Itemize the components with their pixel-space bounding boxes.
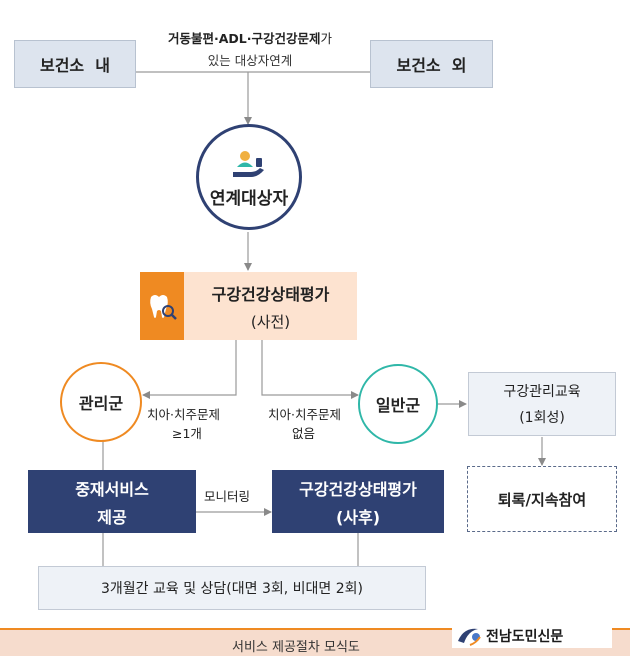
publisher-logo-icon xyxy=(458,628,481,646)
publisher-name: 전남도민신문 xyxy=(486,629,564,645)
linked-target-circle: 연계대상자 xyxy=(196,124,302,230)
intervention-line2: 제공 xyxy=(97,507,127,527)
tooth-magnifier-icon xyxy=(150,295,177,320)
education-line2: (1회성) xyxy=(519,410,565,426)
caption-text: 서비스 제공절차 모식도 xyxy=(232,640,360,655)
pre-assessment-title: 구강건강상태평가 xyxy=(211,284,330,304)
post-assessment-line2: (사후) xyxy=(335,507,381,527)
outside-health-center-label: 보건소 외 xyxy=(396,56,467,75)
education-line1: 구강관리교육 xyxy=(503,384,581,400)
person-hand-icon xyxy=(233,150,264,177)
counseling-label: 3개월간 교육 및 상담(대면 3회, 비대면 2회) xyxy=(101,581,363,597)
counseling-box: 3개월간 교육 및 상담(대면 3회, 비대면 2회) xyxy=(38,566,426,610)
post-assessment-line1: 구강건강상태평가 xyxy=(299,479,417,499)
pre-assessment-icon-block xyxy=(140,272,184,340)
management-condition-line2: ≥1개 xyxy=(172,426,202,441)
post-assessment-box: 구강건강상태평가 (사후) xyxy=(272,470,444,533)
management-group-label: 관리군 xyxy=(78,394,124,413)
general-group-label: 일반군 xyxy=(375,396,421,415)
monitoring-label: 모니터링 xyxy=(204,489,251,504)
management-condition-line1: 치아·치주문제 xyxy=(147,407,220,422)
pre-assessment-box: 구강건강상태평가 (사전) xyxy=(140,272,357,340)
intervention-line1: 중재서비스 xyxy=(75,479,149,499)
outside-health-center-box: 보건소 외 xyxy=(370,40,493,88)
general-condition-line2: 없음 xyxy=(292,426,316,441)
oral-care-education-box: 구강관리교육 (1회성) xyxy=(468,372,616,436)
inside-health-center-box: 보건소 내 xyxy=(14,40,136,88)
pre-assessment-text: 구강건강상태평가 (사전) xyxy=(184,272,357,340)
inside-health-center-label: 보건소 내 xyxy=(39,56,111,75)
criteria-bold-text: 거동불편·ADL·구강건강문제 xyxy=(167,31,321,46)
linked-target-label: 연계대상자 xyxy=(209,188,289,209)
referral-criteria-line1: 거동불편·ADL·구강건강문제가 xyxy=(150,28,350,47)
exit-continue-label: 퇴록/지속참여 xyxy=(497,490,587,509)
management-group-circle: 관리군 xyxy=(60,362,142,442)
exit-continue-box: 퇴록/지속참여 xyxy=(467,466,617,532)
publisher-logo: 전남도민신문 xyxy=(452,624,612,648)
general-group-circle: 일반군 xyxy=(358,364,438,444)
intervention-service-box: 중재서비스 제공 xyxy=(28,470,196,533)
general-condition-line1: 치아·치주문제 xyxy=(268,407,341,422)
referral-criteria-line2: 있는 대상자연계 xyxy=(207,53,293,68)
criteria-tail-text: 가 xyxy=(320,31,333,46)
pre-assessment-sub: (사전) xyxy=(250,312,291,331)
